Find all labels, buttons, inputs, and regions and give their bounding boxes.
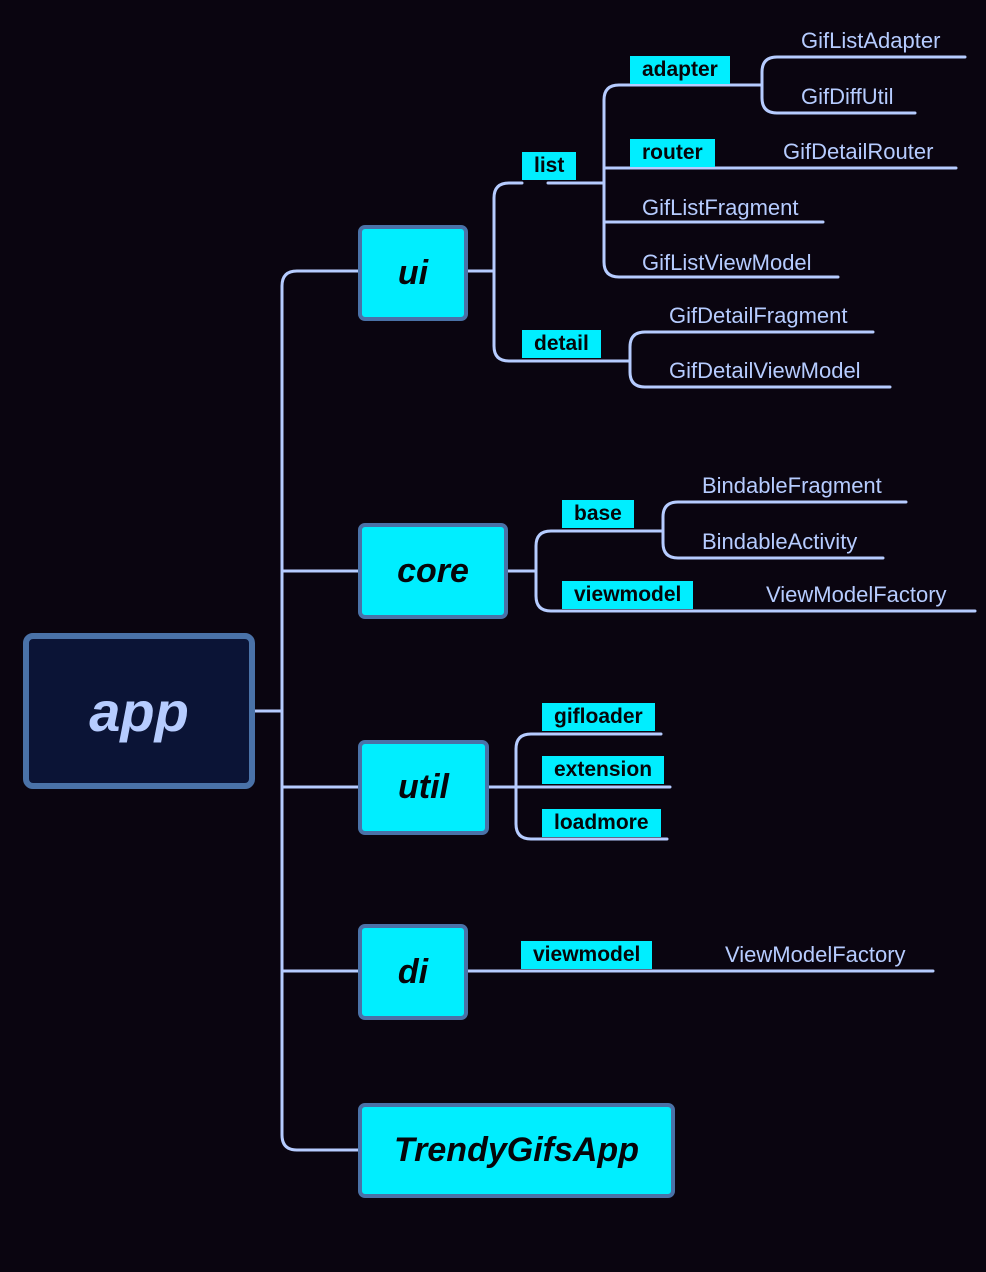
leaf-gif-detail-fragment: GifDetailFragment	[669, 303, 848, 328]
leaf-di-view-model-factory: ViewModelFactory	[725, 942, 906, 967]
package-tag-adapter: adapter	[630, 56, 730, 84]
leaf-gif-list-fragment: GifListFragment	[642, 195, 799, 220]
leaf-gif-detail-router: GifDetailRouter	[783, 139, 934, 164]
package-tag-gifloader: gifloader	[542, 703, 655, 731]
package-tag-list: list	[522, 152, 577, 180]
leaf-bindable-fragment: BindableFragment	[702, 473, 882, 498]
package-tag-di-viewmodel: viewmodel	[521, 941, 653, 969]
leaf-gif-detail-view-model: GifDetailViewModel	[669, 358, 861, 383]
module-node-core: core	[358, 523, 508, 619]
leaf-core-view-model-factory: ViewModelFactory	[766, 582, 947, 607]
leaf-gif-diff-util: GifDiffUtil	[801, 84, 894, 109]
leaf-gif-list-view-model: GifListViewModel	[642, 250, 812, 275]
leaf-bindable-activity: BindableActivity	[702, 529, 858, 554]
module-node-util: util	[358, 740, 489, 835]
package-tag-core-viewmodel: viewmodel	[562, 581, 694, 609]
module-node-di: di	[358, 924, 468, 1020]
package-tag-extension: extension	[542, 756, 665, 784]
module-node-trendygifsapp: TrendyGifsApp	[358, 1103, 675, 1198]
package-tag-detail: detail	[522, 330, 601, 358]
package-tag-loadmore: loadmore	[542, 809, 661, 837]
module-node-ui: ui	[358, 225, 468, 321]
package-tag-base: base	[562, 500, 634, 528]
leaf-gif-list-adapter: GifListAdapter	[801, 28, 941, 53]
package-tag-router: router	[630, 139, 715, 167]
root-node-app: app	[23, 633, 255, 789]
